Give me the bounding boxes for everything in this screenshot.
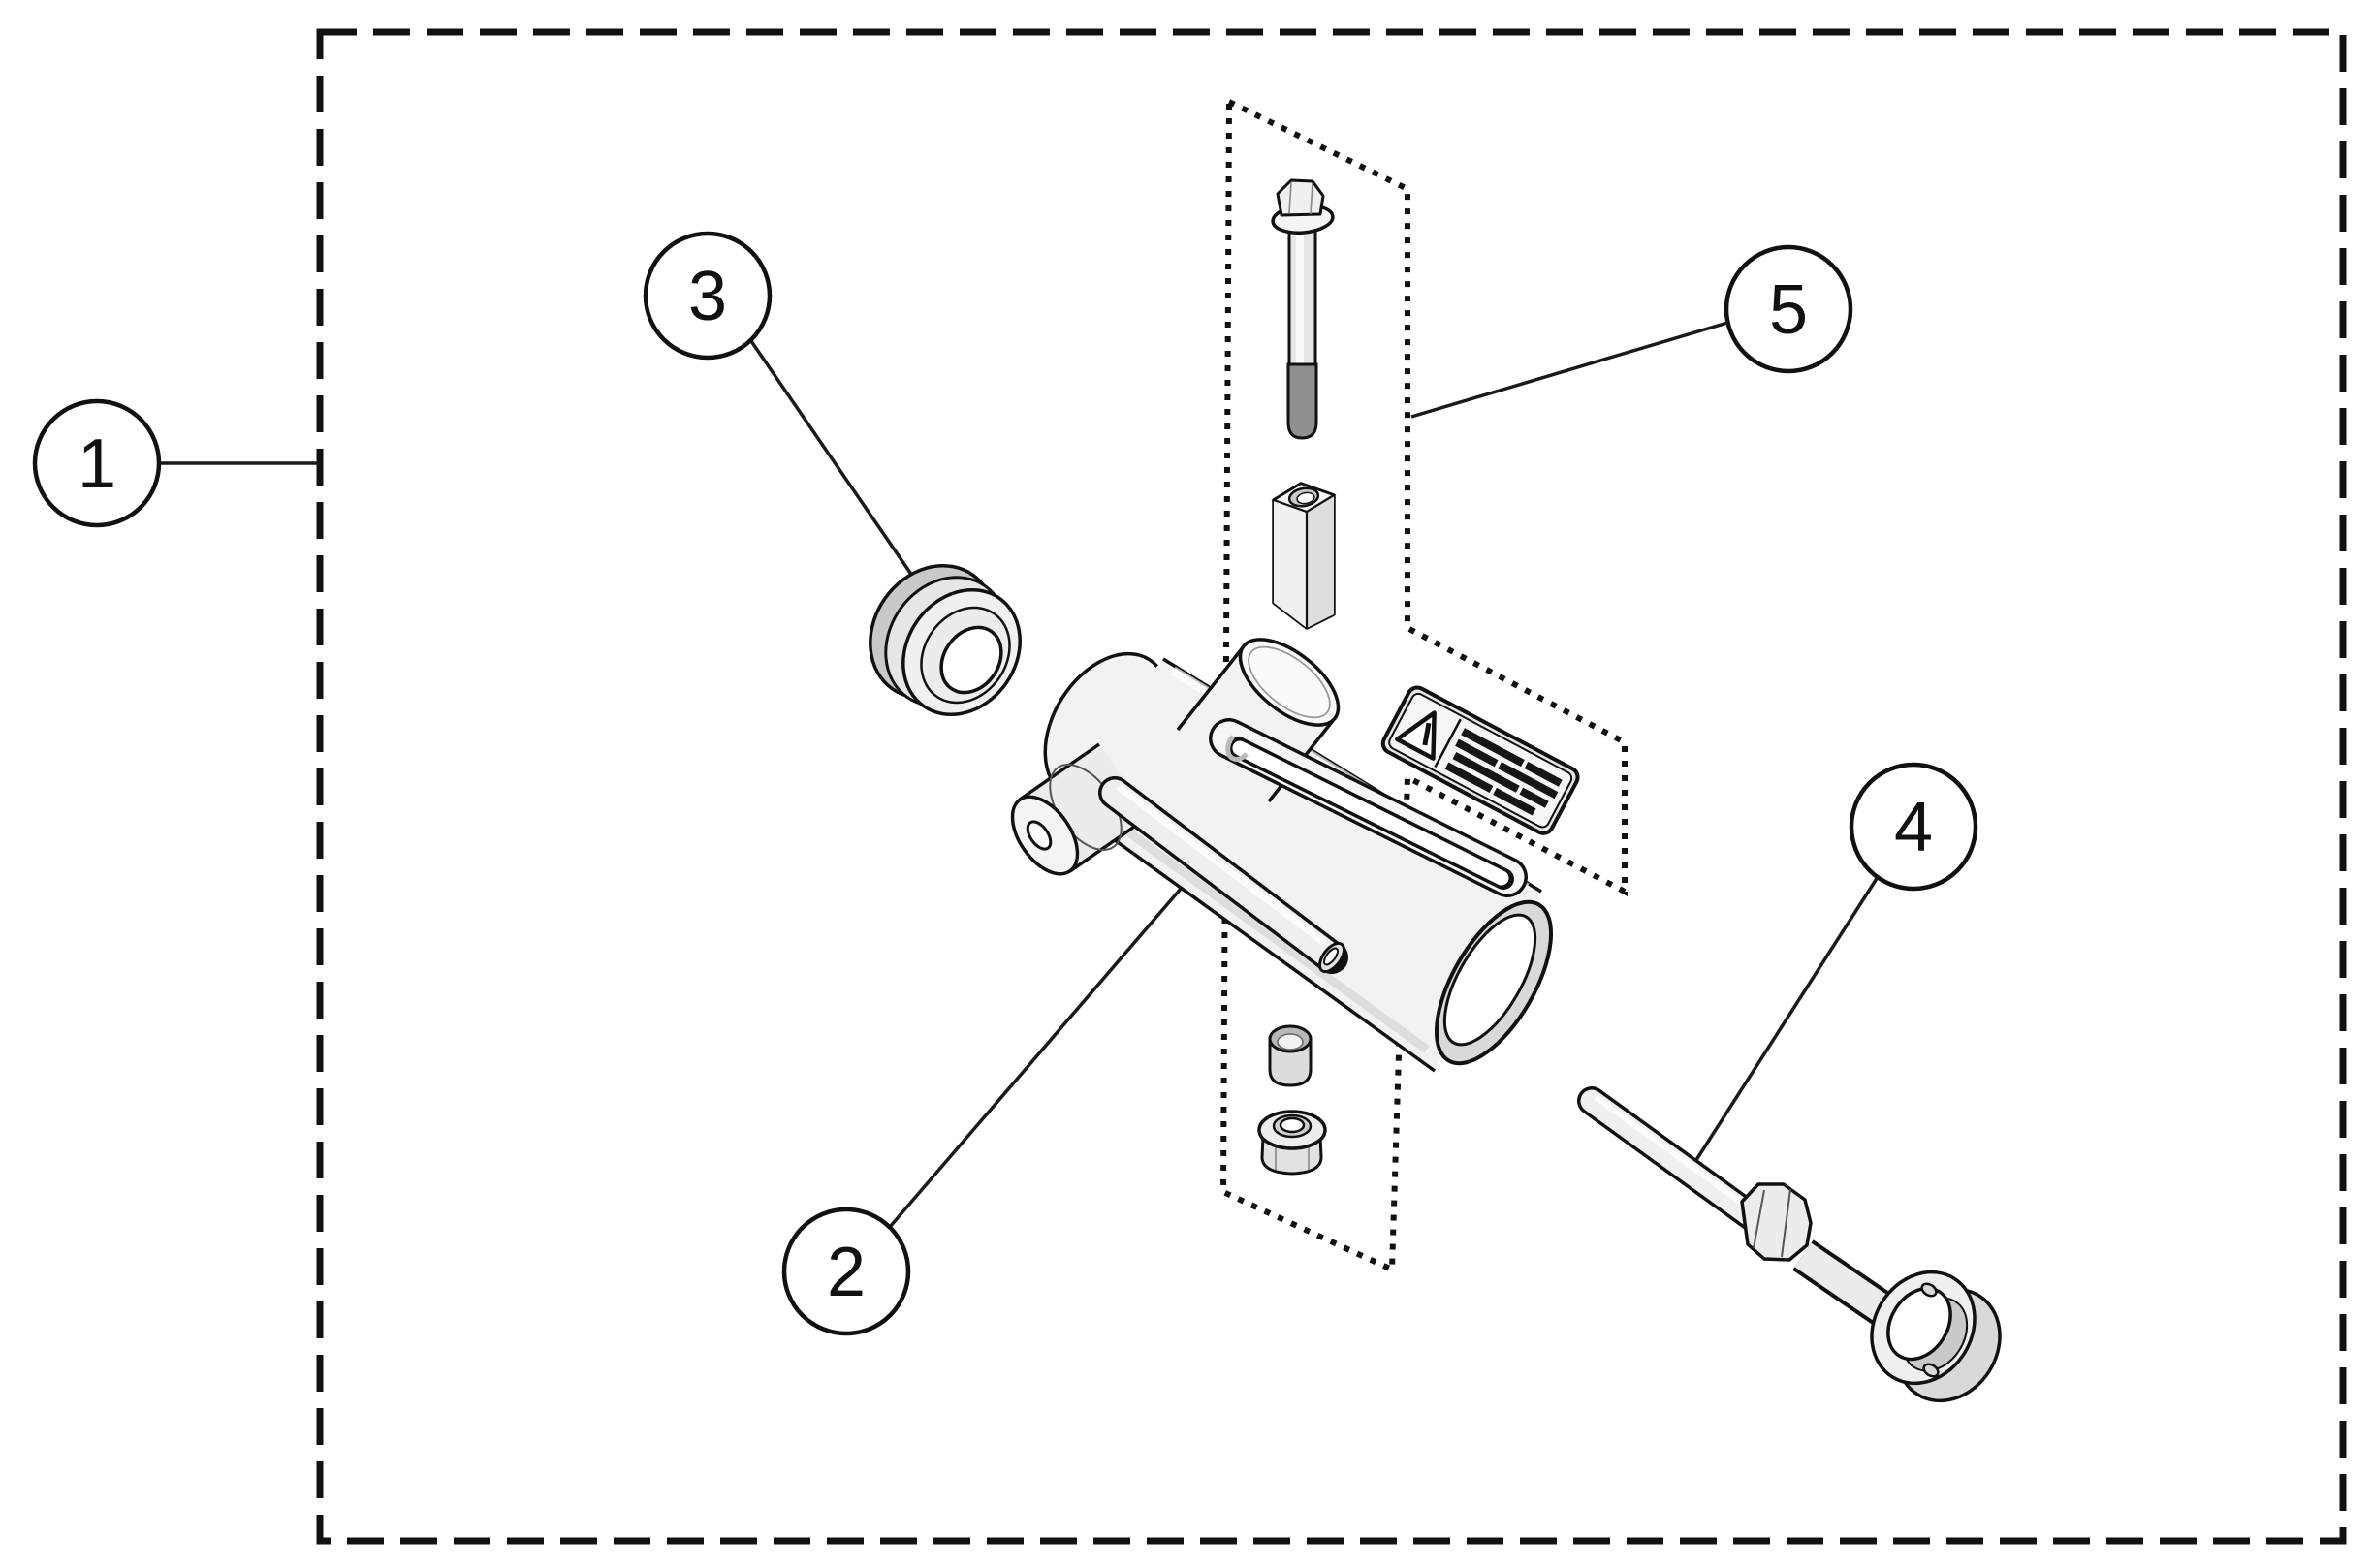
fastener-kit-outline	[1219, 97, 1628, 1274]
leader-5	[1410, 321, 1728, 419]
ring-bore	[1886, 1286, 1952, 1362]
clamp-body	[1010, 638, 1554, 1073]
boss-hole	[1026, 820, 1053, 851]
body-thin-rod	[1098, 776, 1348, 974]
assembly-boundary	[316, 28, 2347, 1545]
leader-lines	[159, 321, 1880, 1229]
body-bore-inner	[1442, 913, 1537, 1047]
warning-triangle-icon	[1395, 710, 1437, 761]
callout-balloons: 1 2 3 4 5	[32, 231, 1978, 1336]
bolt-hex-head	[1276, 178, 1325, 217]
callout-3: 3	[643, 231, 773, 361]
label-text-smudge	[1444, 728, 1563, 816]
callout-3-number: 3	[688, 258, 727, 335]
body-main-tube	[1052, 659, 1541, 1071]
flanged-nut	[1257, 1110, 1327, 1176]
hex-adapter	[1740, 1182, 1813, 1262]
fastener-kit	[1257, 178, 1337, 1176]
ring-hole-top	[1920, 1282, 1938, 1298]
handle-rod-with-ring	[1577, 1086, 2002, 1403]
callout-2: 2	[781, 1207, 911, 1336]
bushing	[1268, 1024, 1313, 1087]
callout-5-number: 5	[1769, 271, 1808, 349]
callout-1: 1	[32, 398, 162, 528]
grommet-hole	[939, 625, 1003, 695]
body-slot	[1209, 718, 1528, 897]
grommet	[869, 563, 1022, 717]
leader-2	[888, 865, 1201, 1229]
ring-hole-bottom	[1922, 1363, 1940, 1378]
warning-label	[1380, 685, 1580, 835]
ring-end	[1870, 1270, 2002, 1403]
leader-4	[1692, 876, 1880, 1164]
callout-5: 5	[1724, 244, 1853, 374]
callout-2-number: 2	[827, 1234, 866, 1311]
flange-bolt	[1271, 178, 1335, 440]
callout-4-number: 4	[1894, 789, 1933, 866]
callout-1-number: 1	[78, 425, 116, 503]
callout-4: 4	[1849, 762, 1978, 892]
leader-3	[749, 340, 923, 589]
square-spacer	[1271, 482, 1337, 630]
